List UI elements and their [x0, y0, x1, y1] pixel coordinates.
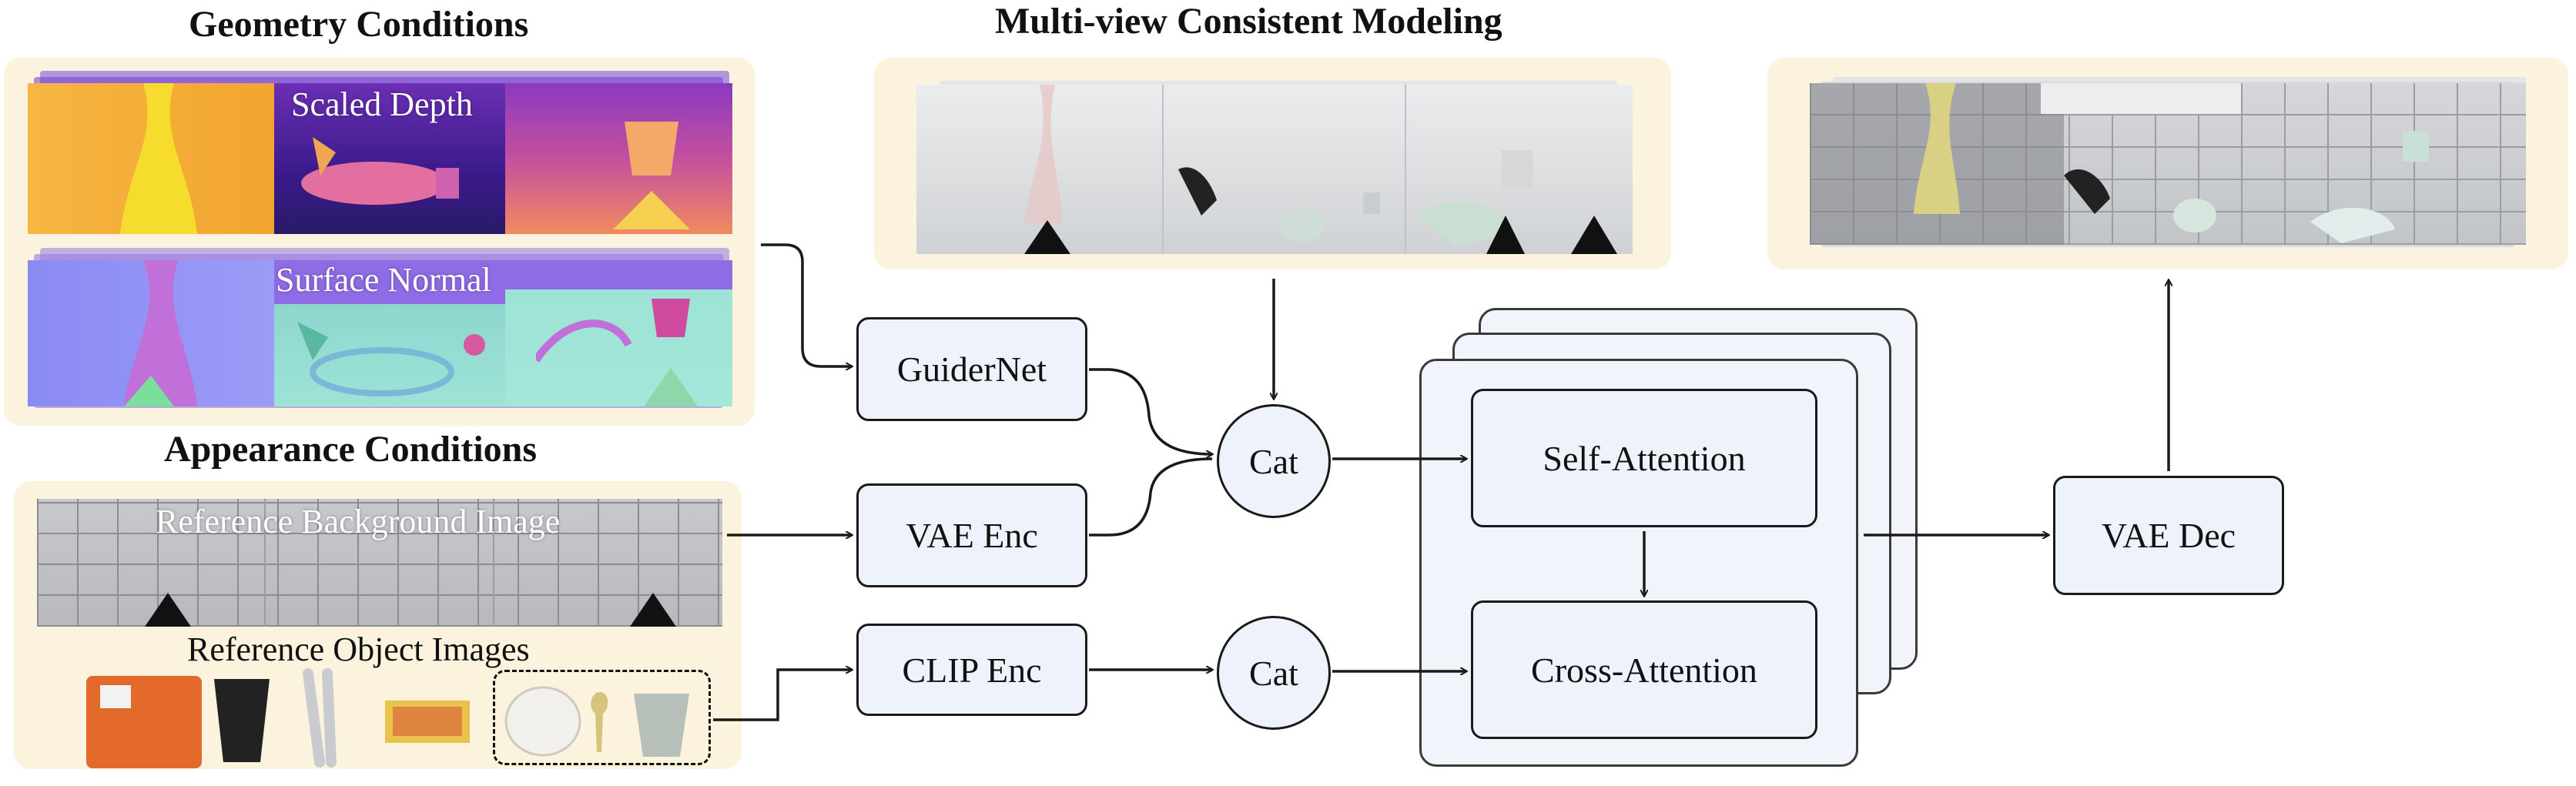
selected-objects-thumbnails [504, 686, 689, 757]
reference-objects-label: Reference Object Images [187, 630, 530, 668]
geometry-conditions-heading: Geometry Conditions [189, 4, 529, 45]
depth-cup-shape [613, 122, 690, 229]
surface-normal-label: Surface Normal [276, 261, 491, 299]
guidernet-block: GuiderNet [856, 317, 1087, 421]
normal-objects-shape [297, 322, 485, 396]
geometry-to-guidernet-arrow [761, 243, 852, 366]
vae-enc-block: VAE Enc [856, 483, 1087, 587]
scaled-depth-label: Scaled Depth [291, 85, 473, 123]
depth-map-image [28, 83, 732, 234]
trash-bin-object [214, 679, 270, 762]
selected-objects-group [493, 670, 711, 765]
depth-frame-3 [505, 83, 732, 234]
clip-enc-block: CLIP Enc [856, 624, 1087, 716]
background-image [37, 499, 722, 627]
self-attention-block: Self-Attention [1471, 389, 1817, 527]
depth-vase-shape [120, 83, 197, 234]
cutlery-object [303, 668, 337, 768]
plate-object [504, 686, 581, 757]
cup-object [634, 694, 689, 757]
depth-frame-2 [274, 83, 505, 234]
multiview-heading: Multi-view Consistent Modeling [995, 1, 1502, 42]
output-scene-shapes [1810, 83, 2429, 245]
cat-bottom-node: Cat [1217, 616, 1331, 730]
cross-attention-block: Cross-Attention [1471, 600, 1817, 739]
appearance-conditions-heading: Appearance Conditions [164, 429, 538, 470]
normal-map-image [28, 260, 732, 406]
normal-cup-shape [536, 299, 698, 406]
object-thumbnails [86, 668, 470, 768]
guidernet-to-cat-arrow [1089, 368, 1212, 454]
normal-vase-shape [124, 260, 197, 406]
objects-to-clip-arrow [713, 670, 852, 721]
background-gripper-shapes [145, 499, 676, 627]
output-frames-image [1810, 83, 2526, 245]
vae-dec-block: VAE Dec [2053, 476, 2284, 595]
depth-objects-shape [301, 137, 459, 205]
reference-background-label: Reference Background Image [156, 503, 561, 540]
cat-top-node: Cat [1217, 404, 1331, 518]
multiview-frames-image [916, 85, 1633, 254]
spoon-object [591, 692, 608, 752]
vae-enc-to-cat-arrow [1089, 457, 1213, 537]
multiview-scene-shapes [1024, 85, 1617, 254]
